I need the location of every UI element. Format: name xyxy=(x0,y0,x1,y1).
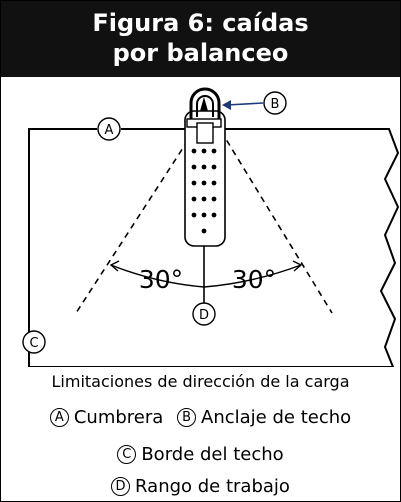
anchor-holes xyxy=(191,148,217,234)
angle-arc-right xyxy=(203,264,302,288)
roof-outline xyxy=(28,128,400,367)
angle-arc-left xyxy=(110,264,205,288)
legend-item-anclaje: B Anclaje de techo xyxy=(177,406,351,430)
range-line-right xyxy=(220,130,333,314)
svg-text:A: A xyxy=(105,123,114,138)
svg-text:D: D xyxy=(199,308,209,323)
marker-a: A xyxy=(97,117,121,141)
legend-item-borde: C Borde del techo xyxy=(117,443,284,467)
diagram-caption: Limitaciones de dirección de la carga xyxy=(51,372,350,391)
legend-row-1: A Cumbrera B Anclaje de techo xyxy=(1,404,400,430)
legend-marker-a: A xyxy=(49,408,69,427)
legend-marker-d: D xyxy=(111,477,131,496)
angle-label-left: 30° xyxy=(139,265,183,294)
range-line-left xyxy=(75,130,195,314)
legend-marker-c: C xyxy=(117,445,137,464)
legend-marker-b: B xyxy=(177,408,197,427)
roof-anchor-diagram: A B C D 30° 30° xyxy=(22,87,400,367)
title-line-1: Figura 6: caídas xyxy=(92,9,309,37)
anchor-ring xyxy=(189,87,221,119)
figure-title: Figura 6: caídas por balanceo xyxy=(1,1,400,77)
legend-item-rango: D Rango de trabajo xyxy=(111,475,290,499)
angle-label-right: 30° xyxy=(232,265,276,294)
legend-label-anclaje: Anclaje de techo xyxy=(201,406,352,428)
svg-text:B: B xyxy=(271,97,280,112)
title-line-2: por balanceo xyxy=(112,39,289,67)
legend-row-3: D Rango de trabajo xyxy=(1,473,400,499)
marker-c: C xyxy=(22,330,46,354)
legend-item-cumbrera: A Cumbrera xyxy=(49,406,164,430)
legend-label-cumbrera: Cumbrera xyxy=(73,406,164,428)
marker-d: D xyxy=(192,302,216,326)
legend-row-2: C Borde del techo xyxy=(1,441,400,467)
anchor-pointer xyxy=(226,102,264,106)
legend-label-rango: Rango de trabajo xyxy=(135,475,290,497)
legend-label-borde: Borde del techo xyxy=(141,443,284,465)
svg-text:C: C xyxy=(29,336,38,351)
marker-b: B xyxy=(263,91,287,115)
